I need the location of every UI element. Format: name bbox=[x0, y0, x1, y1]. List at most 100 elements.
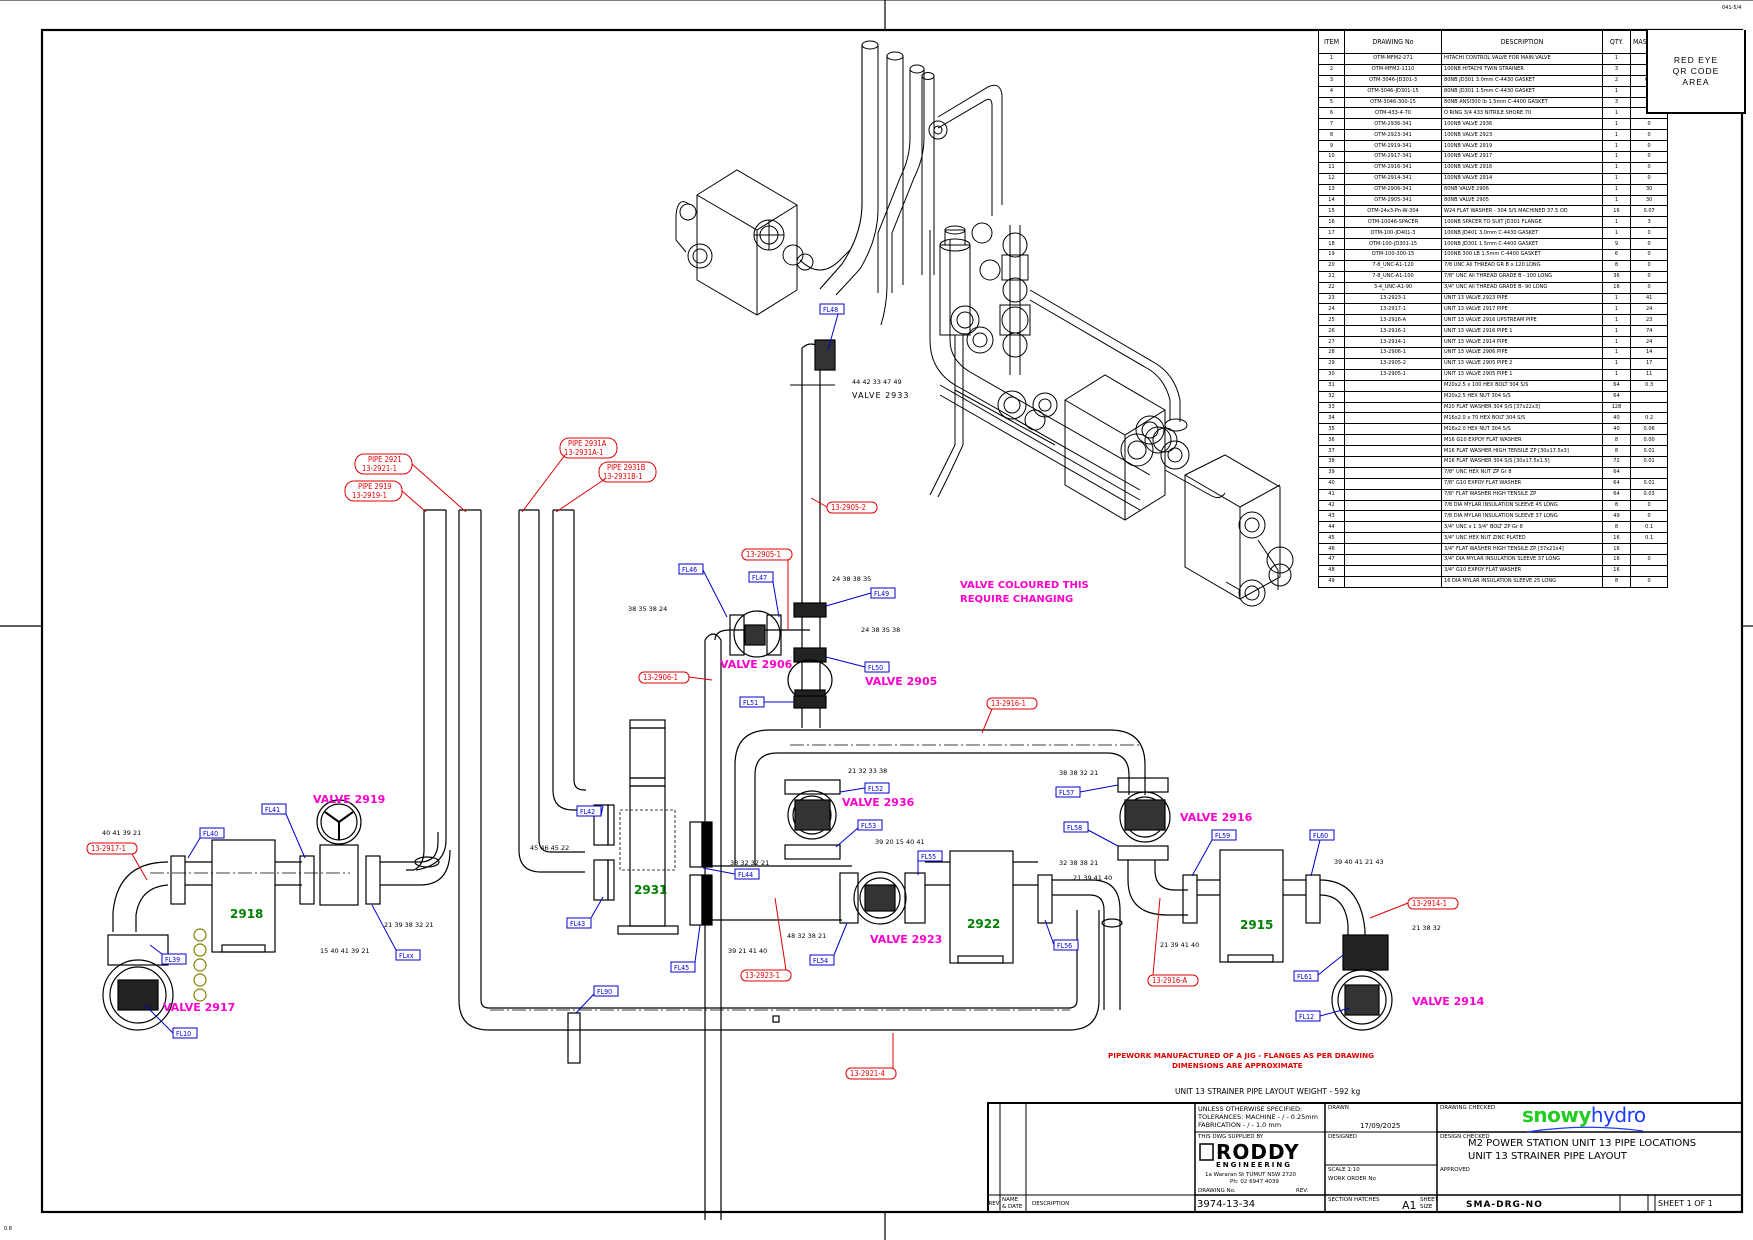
bom-item: 48 bbox=[1318, 564, 1345, 577]
bom-qty: 1 bbox=[1602, 172, 1631, 185]
company-phone: Ph: 02 6947 4039 bbox=[1230, 1179, 1279, 1185]
svg-text:13-2905-2: 13-2905-2 bbox=[831, 503, 866, 512]
bom-description: 7/8" FLAT WASHER HIGH TENSILE ZP bbox=[1441, 488, 1603, 501]
balloon-group: 21 39 41 40 bbox=[1160, 941, 1199, 949]
flange-fl45 bbox=[689, 874, 713, 926]
drawn-label: DRAWN bbox=[1328, 1105, 1349, 1111]
strainer-label-2922: 2922 bbox=[967, 917, 1000, 931]
bom-mass: 0.3 bbox=[1629, 379, 1669, 392]
tolerances-line2: TOLERANCES: MACHINE - / - 0.25mm bbox=[1198, 1113, 1318, 1121]
bom-qty: 40 bbox=[1602, 412, 1631, 425]
bom-description: 80NB JD301 3.0mm C-4430 GASKET bbox=[1441, 74, 1603, 87]
bom-mass bbox=[1629, 564, 1669, 577]
bom-item: 32 bbox=[1318, 390, 1345, 403]
bom-drawing-no: OTM-MFM2-1110 bbox=[1344, 63, 1442, 76]
svg-text:FL44: FL44 bbox=[738, 871, 753, 879]
flange-tag: FL56 bbox=[1044, 919, 1079, 951]
bom-item: 22 bbox=[1318, 281, 1345, 294]
flange-tag: FL43 bbox=[566, 896, 604, 929]
yellow-balloon-stack bbox=[193, 928, 207, 1002]
bom-mass: 0.01 bbox=[1629, 455, 1669, 468]
bom-description: 3/4" G10 EXPOY FLAT WASHER bbox=[1441, 564, 1603, 577]
client-logo: snowyhydro bbox=[1522, 1103, 1646, 1127]
svg-text:FL41: FL41 bbox=[265, 806, 280, 814]
svg-text:FL50: FL50 bbox=[868, 664, 883, 672]
flange-fl42 bbox=[593, 804, 615, 846]
bom-description: 100NB VALVE 2917 bbox=[1441, 151, 1603, 163]
bom-drawing-no bbox=[1344, 488, 1442, 501]
bom-drawing-no bbox=[1344, 445, 1442, 457]
bom-qty: 1 bbox=[1602, 336, 1631, 349]
svg-text:FL57: FL57 bbox=[1059, 789, 1074, 797]
note-valve-change-line1: VALVE COLOURED THIS bbox=[960, 580, 1089, 591]
svg-text:FL90: FL90 bbox=[597, 988, 612, 996]
drawing-checked-label: DRAWING CHECKED bbox=[1440, 1105, 1496, 1111]
valve-labels: VALVE 2919 VALVE 2917 VALVE 2906 VALVE 2… bbox=[163, 658, 1485, 1014]
svg-text:FL54: FL54 bbox=[813, 957, 828, 965]
svg-text:FL61: FL61 bbox=[1297, 973, 1312, 981]
bom-description: 100NB VALVE 2916 bbox=[1441, 161, 1603, 174]
flange-tag: FL50 bbox=[825, 656, 890, 673]
bom-drawing-no bbox=[1344, 499, 1442, 512]
bom-mass bbox=[1629, 401, 1669, 414]
flange-tag: FL54 bbox=[809, 922, 848, 966]
bom-item: 14 bbox=[1318, 194, 1345, 207]
svg-text:FL60: FL60 bbox=[1313, 832, 1328, 840]
flange-tag: FLxx bbox=[371, 904, 421, 961]
bom-drawing-no bbox=[1344, 477, 1442, 490]
bom-drawing-no bbox=[1344, 379, 1442, 392]
bom-item: 47 bbox=[1318, 553, 1345, 566]
bom-mass: 11 bbox=[1629, 368, 1669, 381]
bom-description: UNIT 13 VALVE 2914 PIPE bbox=[1441, 336, 1603, 349]
bom-drawing-no bbox=[1344, 434, 1442, 447]
bom-description: 100NB HITACHI TWIN STRAINER bbox=[1441, 63, 1603, 76]
rev-header: REV bbox=[988, 1201, 1000, 1207]
company-logo-name: RODDY bbox=[1216, 1140, 1300, 1164]
note-jig-line2: DIMENSIONS ARE APPROXIMATE bbox=[1172, 1061, 1303, 1070]
bom-description: 3/4" UNC HEX NUT ZINC PLATED bbox=[1441, 532, 1603, 545]
svg-text:FL45: FL45 bbox=[674, 964, 689, 972]
svg-text:FL48: FL48 bbox=[823, 306, 838, 314]
bom-mass bbox=[1629, 390, 1669, 403]
bom-item: 17 bbox=[1318, 227, 1345, 240]
section-hatches-label: SECTION HATCHES bbox=[1328, 1197, 1380, 1203]
bom-qty: 1 bbox=[1602, 303, 1631, 316]
bom-description: HITACHI CONTROL VALVE FOR MAIN VALVE bbox=[1441, 53, 1603, 65]
bom-mass: 0.1 bbox=[1629, 532, 1669, 545]
approved-label: APPROVED bbox=[1440, 1167, 1470, 1173]
balloon-group: 48 32 38 21 bbox=[787, 932, 826, 940]
bom-qty: 8 bbox=[1602, 499, 1631, 512]
bom-col-item: ITEM bbox=[1318, 30, 1345, 54]
bom-description: 3/4" FLAT WASHER HIGH TENSILE ZP [37x21x… bbox=[1441, 543, 1603, 555]
bom-qty: 64 bbox=[1602, 488, 1631, 501]
scale-label: SCALE 1:10 bbox=[1328, 1167, 1360, 1173]
strainer-label-2915: 2915 bbox=[1240, 918, 1273, 932]
flange-tag: FL49 bbox=[825, 587, 896, 607]
flange-tag: FL51 bbox=[739, 696, 794, 708]
bom-qty: 16 bbox=[1602, 205, 1631, 218]
svg-text:PIPE 2919: PIPE 2919 bbox=[358, 482, 392, 491]
bom-item: 3 bbox=[1318, 74, 1345, 87]
bom-drawing-no: OTM-2905-341 bbox=[1344, 194, 1442, 207]
bom-description: 100NB VALVE 2923 bbox=[1441, 129, 1603, 142]
bom-qty: 9 bbox=[1602, 238, 1631, 251]
bom-drawing-no: OTM-2916-341 bbox=[1344, 161, 1442, 174]
bom-item: 5 bbox=[1318, 96, 1345, 109]
bom-mass: 30 bbox=[1629, 194, 1669, 207]
bom-item: 11 bbox=[1318, 161, 1345, 174]
bom-description: UNIT 13 VALVE 2923 PIPE bbox=[1441, 292, 1603, 305]
bom-qty: 1 bbox=[1602, 314, 1631, 327]
